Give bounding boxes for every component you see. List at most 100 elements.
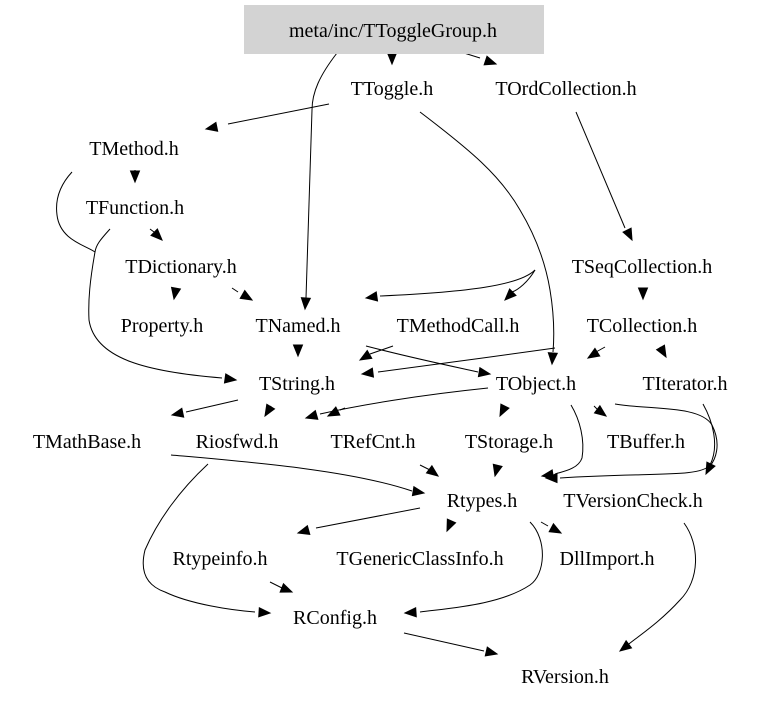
node-dllimport[interactable]: DllImport.h [560, 548, 655, 570]
node-label: TSeqCollection.h [572, 256, 713, 278]
node-tgenericclassinfo[interactable]: TGenericClassInfo.h [336, 548, 503, 570]
node-tnamed[interactable]: TNamed.h [256, 315, 341, 337]
node-tversioncheck[interactable]: TVersionCheck.h [563, 490, 702, 512]
edge-line [185, 399, 239, 413]
arrowhead-icon [484, 646, 499, 657]
node-label: TRefCnt.h [331, 431, 416, 453]
arrowhead-icon [425, 464, 440, 477]
node-tmethodcall[interactable]: TMethodCall.h [397, 315, 520, 337]
node-tfunction[interactable]: TFunction.h [86, 197, 184, 219]
node-tstorage[interactable]: TStorage.h [465, 431, 553, 453]
node-titerator[interactable]: TIterator.h [643, 373, 728, 395]
edge-tobject-to-tstorage [499, 403, 510, 418]
edge-tfunction-to-tdictionary [149, 228, 163, 241]
node-label: TFunction.h [86, 197, 184, 219]
arrowhead-icon [499, 403, 510, 418]
node-label: TOrdCollection.h [495, 78, 636, 100]
node-tstring[interactable]: TString.h [259, 373, 335, 395]
node-tmethod[interactable]: TMethod.h [89, 138, 178, 160]
arrowhead-icon [483, 55, 498, 66]
node-label: Riosfwd.h [196, 431, 279, 453]
edge-line [419, 464, 431, 471]
edge-rtypeinfo-to-rconfig [269, 581, 294, 593]
edge-line [149, 228, 155, 233]
edge-tmethodcall-to-tstring [358, 345, 394, 361]
node-label: TCollection.h [587, 315, 698, 337]
edge-line [94, 228, 111, 253]
node-label: RConfig.h [293, 607, 377, 629]
edge-tobject-to-riosfwd [304, 387, 489, 420]
node-label: TDictionary.h [125, 256, 236, 278]
node-label: TMethodCall.h [397, 315, 520, 337]
edge-ttoggle-to-tobject [419, 111, 559, 366]
arrowhead-icon [264, 403, 276, 418]
arrowhead-icon [622, 227, 633, 242]
edge-tnamed-to-tobject [365, 345, 492, 378]
arrowhead-icon [593, 404, 608, 417]
node-tobject[interactable]: TObject.h [496, 373, 576, 395]
edge-tstring-to-tmathbase [170, 399, 239, 418]
node-riosfwd[interactable]: Riosfwd.h [196, 431, 279, 453]
arrowhead-icon [655, 344, 667, 359]
arrowhead-icon [364, 291, 379, 302]
node-tseqcollection[interactable]: TSeqCollection.h [572, 256, 713, 278]
node-label: TObject.h [496, 373, 576, 395]
edge-tdictionary-to-tnamed [231, 287, 254, 301]
node-ttoggle[interactable]: TToggle.h [351, 78, 433, 100]
arrowhead-icon [586, 347, 601, 359]
node-tordcollection[interactable]: TOrdCollection.h [495, 78, 636, 100]
node-tcollection[interactable]: TCollection.h [587, 315, 698, 337]
edge-ttoggle-to-tmethod [204, 103, 330, 132]
node-property[interactable]: Property.h [121, 315, 204, 337]
arrowhead-icon [223, 373, 238, 384]
node-label: TString.h [259, 373, 335, 395]
edge-rtypes-to-dllimport [540, 521, 563, 534]
edge-tmethod-to-tstring [56, 171, 238, 384]
edge-tseqcollection-to-tnamed [364, 269, 536, 302]
node-label: Rtypes.h [447, 490, 518, 512]
edge-rtypes-to-tgenericclassinfo [446, 518, 457, 533]
edge-riosfwd-to-rconfig [142, 463, 272, 618]
arrowhead-icon [403, 607, 417, 618]
edge-tstring-to-riosfwd [264, 403, 276, 418]
edge-line [575, 111, 626, 229]
node-trefcnt[interactable]: TRefCnt.h [331, 431, 416, 453]
arrowhead-icon [204, 121, 219, 132]
node-label: meta/inc/TToggleGroup.h [289, 20, 497, 42]
node-label: TMathBase.h [33, 431, 141, 453]
arrowhead-icon [492, 463, 503, 478]
node-root[interactable]: meta/inc/TToggleGroup.h [244, 5, 544, 54]
edge-tdictionary-to-property [170, 286, 182, 301]
edge-tseqcollection-to-tcollection [637, 287, 649, 301]
arrowhead-icon [358, 349, 373, 361]
node-tdictionary[interactable]: TDictionary.h [125, 256, 236, 278]
edge-tversioncheck-to-rversion [618, 522, 696, 652]
edge-line [231, 287, 239, 293]
edge-line [595, 346, 606, 353]
arrowhead-icon [239, 289, 254, 301]
node-tmathbase[interactable]: TMathBase.h [33, 431, 141, 453]
node-rconfig[interactable]: RConfig.h [293, 607, 377, 629]
node-rtypes[interactable]: Rtypes.h [447, 490, 518, 512]
edge-tmethod-to-tfunction [129, 170, 141, 184]
edge-rtypes-to-rtypeinfo [296, 507, 421, 535]
edge-line [142, 463, 256, 613]
node-rtypeinfo[interactable]: Rtypeinfo.h [173, 548, 268, 570]
node-rversion[interactable]: RVersion.h [521, 666, 609, 688]
arrowhead-icon [446, 518, 457, 533]
arrowhead-icon [279, 582, 294, 593]
node-label: TGenericClassInfo.h [336, 548, 503, 570]
edge-line [403, 632, 485, 652]
node-label: DllImport.h [560, 548, 655, 570]
node-label: Rtypeinfo.h [173, 548, 268, 570]
edge-line [559, 403, 716, 479]
node-label: TNamed.h [256, 315, 341, 337]
edge-line [170, 454, 413, 492]
node-tbuffer[interactable]: TBuffer.h [607, 431, 685, 453]
edge-tseqcollection-to-tmethodcall [504, 269, 536, 301]
edge-line [377, 347, 556, 373]
edge-line [56, 171, 223, 379]
root-node-background [244, 5, 544, 54]
